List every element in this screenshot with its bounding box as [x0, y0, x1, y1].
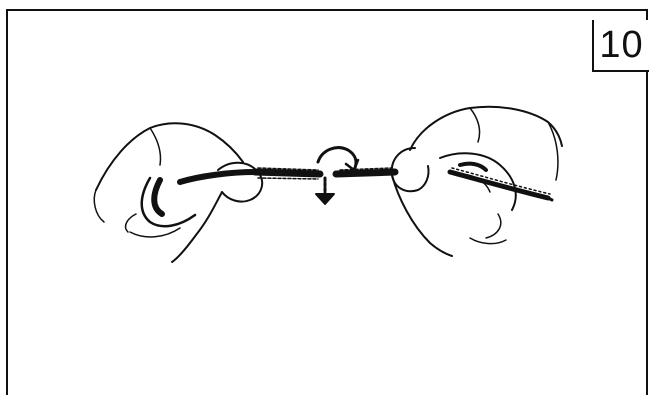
right-hand-icon — [390, 105, 563, 257]
rotation-arrow-icon — [315, 146, 360, 205]
left-hand-icon — [93, 122, 264, 263]
cable-icon — [177, 167, 554, 202]
step-number: 10 — [599, 23, 644, 66]
step-number-box: 10 — [592, 20, 649, 72]
